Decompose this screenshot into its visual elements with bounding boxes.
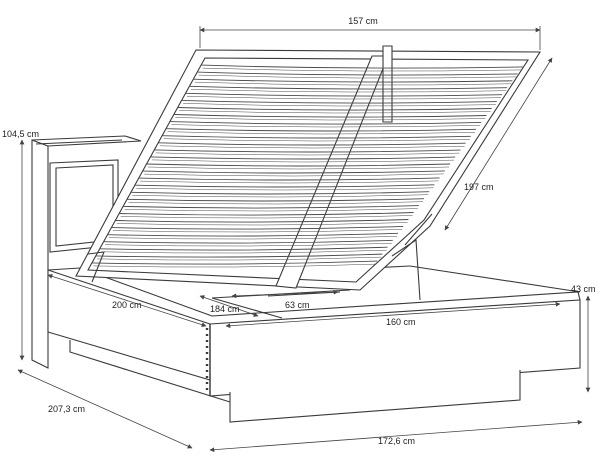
lid-slat-edge <box>167 131 476 135</box>
lid-slat-edge <box>155 152 460 156</box>
lid-slat <box>107 232 399 237</box>
lid-slat <box>162 135 471 139</box>
lid-slat-edge <box>105 243 392 247</box>
lid-slat <box>158 142 466 146</box>
dim-overall-width: 172,6 cm <box>378 436 415 446</box>
lid-slat <box>165 128 477 132</box>
lid-slat-edge <box>163 138 470 142</box>
lid-slat <box>134 184 435 188</box>
lid-slat-edge <box>116 222 408 226</box>
lid-slat-edge <box>147 166 450 170</box>
lid-slat-edge <box>136 187 434 191</box>
lid-slat <box>142 170 445 174</box>
lid-slat <box>91 260 378 265</box>
dim-inner-width: 160 cm <box>386 317 416 327</box>
dim-frame-height: 43 cm <box>571 284 596 294</box>
lid-slat-edge <box>112 229 403 233</box>
lid-slat <box>115 219 409 223</box>
lid-slat-edge <box>132 194 429 198</box>
lid-slat <box>111 225 404 230</box>
lid-slat-edge <box>159 145 465 149</box>
dim-inner-length: 200 cm <box>112 300 142 310</box>
lid-slat <box>95 253 383 258</box>
lid-slat-edge <box>93 263 377 268</box>
lid-slat <box>138 177 440 181</box>
lid-slat <box>130 191 430 195</box>
slatted-lid <box>75 45 541 301</box>
dim-lid-length: 197 cm <box>464 182 494 192</box>
dim-headboard-height: 104,5 cm <box>2 129 39 139</box>
lid-slat-edge <box>144 173 444 177</box>
dim-overall-length: 207,3 cm <box>48 404 85 414</box>
lid-slat <box>119 212 414 216</box>
lid-slat-edge <box>171 124 481 128</box>
lid-slat-edge <box>151 159 455 163</box>
lid-slat <box>99 246 388 251</box>
lid-slat <box>146 163 451 167</box>
dimension-lines <box>17 26 591 453</box>
lid-slat-edge <box>101 249 387 254</box>
lid-slat <box>169 121 482 125</box>
dim-inner-depth: 184 cm <box>210 304 240 314</box>
lid-slat <box>154 149 461 153</box>
lid-slat <box>123 205 419 209</box>
lid-slat <box>126 198 425 202</box>
lid-slat-edge <box>108 236 398 240</box>
lid-slat <box>103 239 393 244</box>
lid-slat-edge <box>128 201 424 205</box>
dim-opening-width: 63 cm <box>285 300 310 310</box>
lid-slat-edge <box>140 180 439 184</box>
lid-slat <box>150 156 456 160</box>
lid-slat-edge <box>97 256 382 261</box>
lid-slat-edge <box>120 215 413 219</box>
lid-slat-edge <box>124 208 418 212</box>
dim-lid-width: 157 cm <box>348 16 378 26</box>
